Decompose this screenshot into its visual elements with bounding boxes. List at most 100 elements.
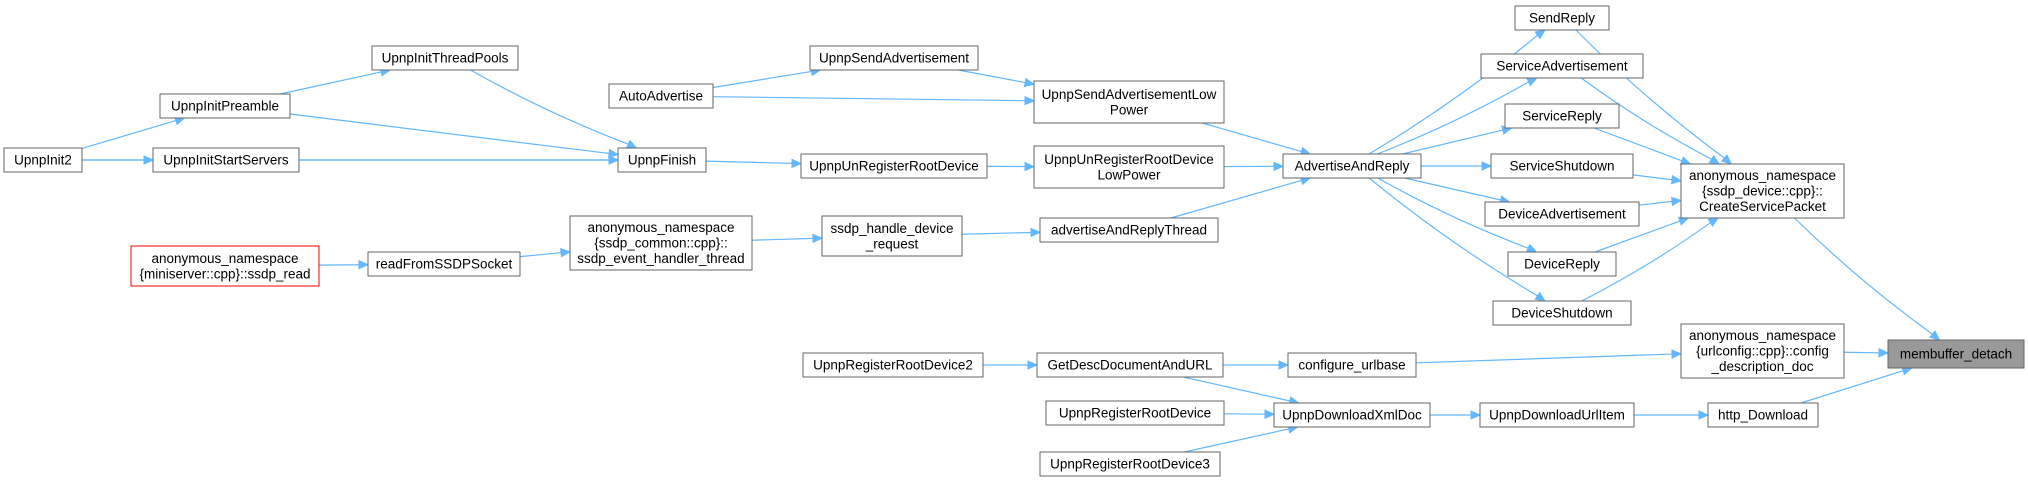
node-box bbox=[821, 215, 963, 257]
node-label: UpnpSendAdvertisement bbox=[819, 51, 969, 66]
edge-ServiceShutdown-to-CreateServicePacket bbox=[1632, 174, 1673, 181]
node-box bbox=[1507, 251, 1617, 277]
node-box bbox=[802, 352, 984, 378]
node-UpnpInitStartServers[interactable]: UpnpInitStartServers bbox=[152, 147, 300, 173]
node-UpnpInitPreamble[interactable]: UpnpInitPreamble bbox=[159, 93, 291, 119]
node-configure_urlbase[interactable]: configure_urlbase bbox=[1287, 352, 1417, 378]
node-config_description_doc[interactable]: anonymous_namespace{urlconfig::cpp}::con… bbox=[1680, 323, 1845, 379]
edge-readFromSSDPSocket-to-ssdp_event_handler_thread bbox=[519, 252, 562, 258]
arrowhead-UpnpSendAdvertisementLowPower bbox=[1023, 77, 1036, 88]
node-label: UpnpDownloadXmlDoc bbox=[1282, 408, 1422, 423]
arrowhead-readFromSSDPSocket bbox=[358, 260, 370, 270]
node-label: UpnpSendAdvertisementLow bbox=[1042, 87, 1217, 102]
node-SendReply[interactable]: SendReply bbox=[1514, 5, 1610, 31]
node-UpnpSendAdvertisement[interactable]: UpnpSendAdvertisement bbox=[809, 45, 979, 71]
arrowhead-AdvertiseAndReply bbox=[1273, 161, 1285, 172]
node-label: GetDescDocumentAndURL bbox=[1047, 358, 1213, 373]
node-box bbox=[608, 83, 714, 109]
edge-UpnpInitThreadPools-to-UpnpFinish bbox=[470, 69, 629, 145]
node-box bbox=[1479, 402, 1635, 428]
node-DeviceAdvertisement[interactable]: DeviceAdvertisement bbox=[1484, 201, 1640, 227]
node-label: {urlconfig::cpp}::config bbox=[1696, 344, 1829, 359]
node-label: {ssdp_common::cpp}:: bbox=[594, 236, 728, 251]
arrowhead-membuffer_detach bbox=[1878, 348, 1890, 358]
node-AdvertiseAndReply[interactable]: AdvertiseAndReply bbox=[1282, 153, 1422, 179]
node-advertiseAndReplyThread[interactable]: advertiseAndReplyThread bbox=[1039, 217, 1219, 243]
node-box bbox=[1036, 352, 1224, 378]
edge-AdvertiseAndReply-to-ServiceAdvertisement bbox=[1376, 81, 1529, 155]
node-UpnpDownloadUrlItem[interactable]: UpnpDownloadUrlItem bbox=[1479, 402, 1635, 428]
arrowhead-UpnpInitStartServers bbox=[143, 155, 155, 165]
node-UpnpUnRegisterRootDevice[interactable]: UpnpUnRegisterRootDevice bbox=[800, 153, 988, 179]
node-ServiceShutdown[interactable]: ServiceShutdown bbox=[1490, 153, 1634, 179]
node-box bbox=[1504, 103, 1620, 129]
node-label: LowPower bbox=[1097, 167, 1161, 182]
node-box bbox=[1045, 400, 1225, 426]
node-label: DeviceReply bbox=[1524, 257, 1600, 272]
node-ssdp_handle_device_request[interactable]: ssdp_handle_device_request bbox=[821, 215, 963, 257]
edge-UpnpRegisterRootDevice3-to-UpnpDownloadXmlDoc bbox=[1184, 428, 1289, 453]
node-box bbox=[1887, 339, 2025, 369]
node-label: http_Download bbox=[1718, 408, 1808, 423]
node-box bbox=[367, 251, 521, 277]
arrowhead-http_Download bbox=[1698, 410, 1710, 420]
node-box bbox=[1492, 300, 1632, 326]
node-UpnpInitThreadPools[interactable]: UpnpInitThreadPools bbox=[371, 45, 519, 71]
node-membuffer_detach[interactable]: membuffer_detach bbox=[1887, 339, 2025, 369]
node-UpnpInit2[interactable]: UpnpInit2 bbox=[3, 147, 83, 173]
edge-SendReply-to-CreateServicePacket bbox=[1575, 29, 1725, 159]
node-CreateServicePacket[interactable]: anonymous_namespace{ssdp_device::cpp}::C… bbox=[1680, 163, 1845, 219]
node-box bbox=[1033, 145, 1225, 189]
node-label: ServiceAdvertisement bbox=[1496, 59, 1628, 74]
edge-UpnpSendAdvertisementLowPower-to-AdvertiseAndReply bbox=[1202, 122, 1302, 153]
node-label: {ssdp_device::cpp}:: bbox=[1702, 184, 1823, 199]
edge-GetDescDocumentAndURL-to-UpnpDownloadXmlDoc bbox=[1183, 376, 1291, 402]
arrowhead-SendReply bbox=[1534, 29, 1546, 40]
node-DeviceReply[interactable]: DeviceReply bbox=[1507, 251, 1617, 277]
node-readFromSSDPSocket[interactable]: readFromSSDPSocket bbox=[367, 251, 521, 277]
node-GetDescDocumentAndURL[interactable]: GetDescDocumentAndURL bbox=[1036, 352, 1224, 378]
node-label: ServiceReply bbox=[1522, 109, 1602, 124]
node-AutoAdvertise[interactable]: AutoAdvertise bbox=[608, 83, 714, 109]
arrowhead-UpnpFinish bbox=[607, 148, 620, 159]
arrowhead-membuffer_detach bbox=[1929, 330, 1941, 341]
node-DeviceShutdown[interactable]: DeviceShutdown bbox=[1492, 300, 1632, 326]
node-label: UpnpUnRegisterRootDevice bbox=[1044, 152, 1214, 167]
node-label: UpnpRegisterRootDevice2 bbox=[813, 358, 973, 373]
node-UpnpRegisterRootDevice[interactable]: UpnpRegisterRootDevice bbox=[1045, 400, 1225, 426]
arrowhead-DeviceShutdown bbox=[1534, 291, 1546, 302]
node-label: CreateServicePacket bbox=[1699, 199, 1826, 214]
node-UpnpRegisterRootDevice2[interactable]: UpnpRegisterRootDevice2 bbox=[802, 352, 984, 378]
edge-DeviceReply-to-CreateServicePacket bbox=[1594, 220, 1681, 253]
node-http_Download[interactable]: http_Download bbox=[1707, 402, 1819, 428]
node-box bbox=[617, 147, 707, 173]
node-ssdp_event_handler_thread[interactable]: anonymous_namespace{ssdp_common::cpp}::s… bbox=[569, 215, 753, 271]
edge-DeviceShutdown-to-CreateServicePacket bbox=[1581, 222, 1711, 302]
node-label: Power bbox=[1110, 102, 1149, 117]
node-UpnpRegisterRootDevice3[interactable]: UpnpRegisterRootDevice3 bbox=[1039, 451, 1221, 477]
node-label: UpnpDownloadUrlItem bbox=[1489, 408, 1625, 423]
node-ssdp_read[interactable]: anonymous_namespace{miniserver::cpp}::ss… bbox=[130, 245, 320, 287]
edge-DeviceAdvertisement-to-CreateServicePacket bbox=[1638, 200, 1673, 206]
node-label: configure_urlbase bbox=[1298, 358, 1405, 373]
node-label: UpnpRegisterRootDevice bbox=[1059, 406, 1211, 421]
edge-ServiceAdvertisement-to-CreateServicePacket bbox=[1580, 77, 1712, 160]
node-box bbox=[3, 147, 83, 173]
arrowhead-ssdp_event_handler_thread bbox=[560, 247, 572, 258]
edge-AdvertiseAndReply-to-ServiceReply bbox=[1402, 129, 1503, 155]
node-ServiceAdvertisement[interactable]: ServiceAdvertisement bbox=[1480, 53, 1644, 79]
node-UpnpFinish[interactable]: UpnpFinish bbox=[617, 147, 707, 173]
node-label: UpnpRegisterRootDevice3 bbox=[1050, 457, 1210, 472]
node-label: SendReply bbox=[1529, 11, 1595, 26]
arrowhead-UpnpDownloadXmlDoc bbox=[1264, 409, 1276, 419]
node-label: anonymous_namespace bbox=[587, 220, 734, 235]
arrowhead-CreateServicePacket bbox=[1679, 156, 1692, 166]
arrowhead-UpnpUnRegisterRootDevice bbox=[791, 158, 803, 169]
node-ServiceReply[interactable]: ServiceReply bbox=[1504, 103, 1620, 129]
arrowhead-CreateServicePacket bbox=[1670, 174, 1683, 185]
node-UpnpDownloadXmlDoc[interactable]: UpnpDownloadXmlDoc bbox=[1273, 402, 1431, 428]
arrowhead-ServiceAdvertisement bbox=[1526, 77, 1538, 87]
